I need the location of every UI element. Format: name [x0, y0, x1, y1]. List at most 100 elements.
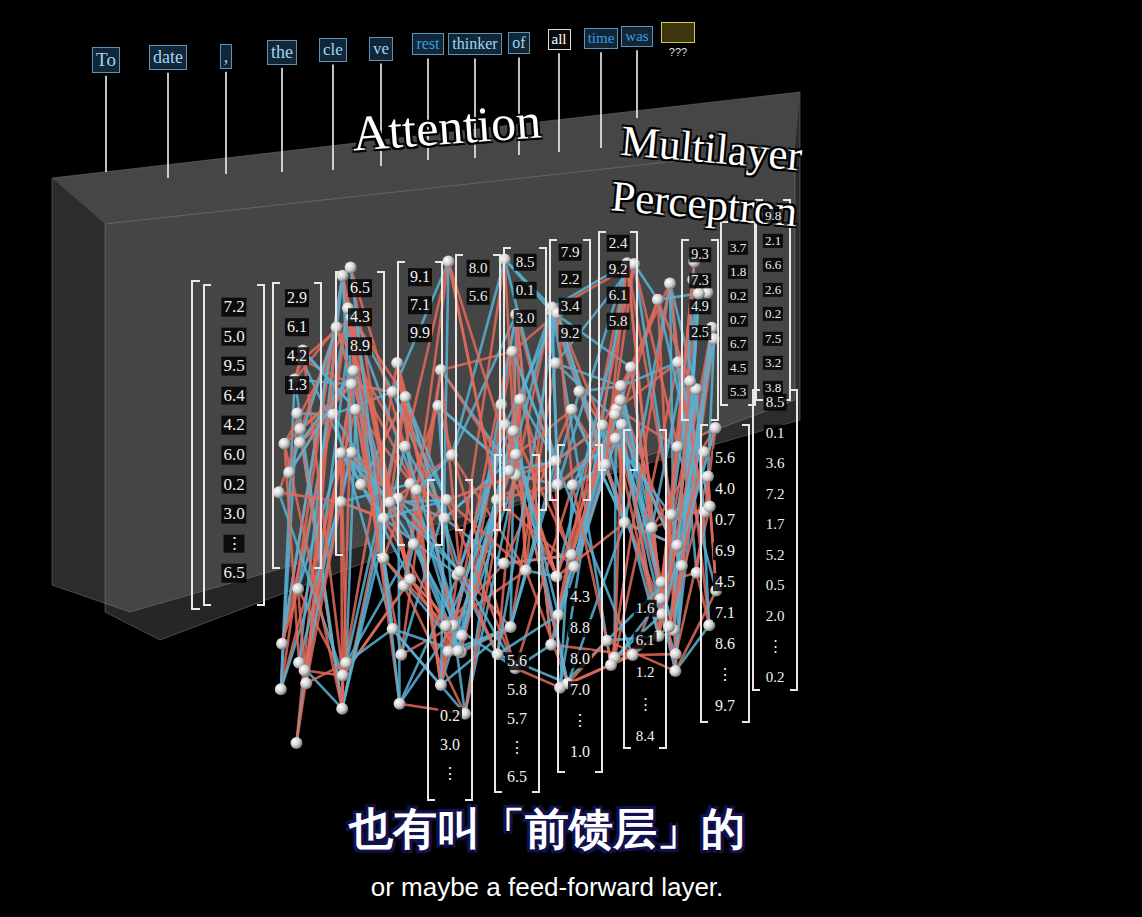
network-weight — [514, 431, 572, 555]
network-neuron — [676, 560, 688, 572]
network-neuron — [408, 538, 420, 550]
network-weight — [383, 558, 399, 704]
block-title: Attention — [350, 91, 542, 162]
network-weight — [498, 615, 559, 654]
bracket — [495, 455, 502, 792]
neural-network — [273, 254, 722, 749]
network-weight — [557, 313, 602, 425]
vector-entry: 5.8 — [607, 313, 630, 330]
vector-entry: 9.2 — [607, 261, 630, 278]
vector-entry: 6.6 — [763, 258, 783, 272]
network-neuron — [291, 737, 303, 749]
network-neuron — [394, 698, 406, 710]
network-neuron — [404, 573, 416, 585]
network-neuron — [452, 645, 464, 657]
vector-entry: 2.0 — [764, 607, 787, 624]
subtitle-chinese: 也有叫「前馈层」的 — [349, 800, 745, 859]
vector-entry: 2.9 — [285, 289, 309, 307]
vector-entry: 0.2 — [764, 668, 787, 685]
network-neuron — [495, 399, 507, 411]
network-neuron — [514, 394, 526, 406]
vector-entry: 6.4 — [221, 386, 246, 405]
vector-entry: 4.2 — [221, 416, 246, 435]
network-neuron — [627, 649, 639, 661]
token-box: of — [508, 32, 529, 54]
vector-entry: 5.0 — [221, 327, 246, 346]
bracket — [630, 232, 637, 470]
network-neuron — [400, 391, 412, 403]
network-neuron — [498, 558, 510, 570]
bracket — [599, 232, 606, 470]
token-text: thinker — [452, 35, 497, 52]
vector-entry: 8.4 — [634, 728, 657, 745]
bracket — [456, 255, 463, 530]
bracket — [595, 445, 602, 772]
vector-entry: 1.6 — [634, 600, 657, 617]
token-box: was — [621, 26, 652, 47]
token-box: , — [220, 44, 233, 69]
vector-entry: 6.5 — [221, 564, 246, 583]
bracket — [435, 262, 442, 545]
token-text: To — [96, 49, 116, 70]
network-weight — [383, 406, 438, 558]
bracket — [682, 240, 689, 420]
network-neuron — [384, 496, 396, 508]
network-neuron — [625, 361, 637, 373]
network-neuron — [442, 256, 454, 268]
vector-entry: 7.5 — [763, 331, 783, 345]
leader-line — [558, 53, 560, 152]
bracket — [532, 455, 539, 792]
network-neuron — [438, 512, 450, 524]
network-neuron — [669, 665, 681, 677]
network-neuron — [665, 509, 677, 521]
vector-entry: 8.9 — [348, 337, 372, 355]
vector-entry: 1.8 — [728, 265, 748, 279]
token-box: To — [92, 47, 120, 73]
vector-entry: 8.5 — [764, 394, 787, 411]
network-neuron — [573, 386, 585, 398]
network-neuron — [615, 394, 627, 406]
network-neuron — [454, 566, 466, 578]
network-weight — [697, 573, 710, 625]
network-weight — [342, 447, 405, 709]
vector-entry: 7.0 — [568, 681, 592, 699]
vector-entry: 1.2 — [634, 664, 657, 681]
vector-entry: 4.2 — [285, 347, 309, 365]
network-neuron — [520, 565, 532, 577]
leader-line — [600, 52, 602, 148]
leader-line — [636, 50, 638, 118]
network-neuron — [491, 494, 503, 506]
network-neuron — [609, 408, 621, 420]
token-box: date — [149, 45, 187, 70]
network-weight — [633, 627, 669, 655]
bracket — [539, 248, 546, 510]
network-neuron — [670, 648, 682, 660]
vector-entry: 4.9 — [689, 299, 711, 314]
vector-entry: 7.9 — [559, 244, 582, 261]
token-box: all — [548, 29, 571, 50]
network-weight — [557, 264, 635, 577]
bracket — [659, 430, 666, 748]
network-weight — [441, 370, 460, 572]
vector-entry: 2.2 — [559, 271, 582, 288]
network-weight — [383, 558, 445, 626]
network-neuron — [345, 262, 357, 274]
bracket — [273, 283, 280, 568]
leader-line — [225, 72, 227, 174]
prediction-box-outline — [661, 22, 695, 43]
network-neuron — [652, 294, 664, 306]
network-neuron — [435, 679, 447, 691]
network-neuron — [456, 630, 468, 642]
vector-entry: 8.8 — [568, 619, 592, 637]
network-neuron — [566, 404, 578, 416]
bracket — [711, 240, 718, 420]
vector-entry: 7.2 — [221, 298, 246, 317]
vector-entry: 5.3 — [728, 385, 748, 399]
bracket — [790, 390, 797, 690]
vector-entry: 6.1 — [285, 318, 309, 336]
subtitle-english: or maybe a feed-forward layer. — [371, 872, 724, 903]
network-neuron — [566, 549, 578, 561]
token-box: thinker — [448, 33, 501, 55]
vector-entry: 0.5 — [764, 577, 787, 594]
